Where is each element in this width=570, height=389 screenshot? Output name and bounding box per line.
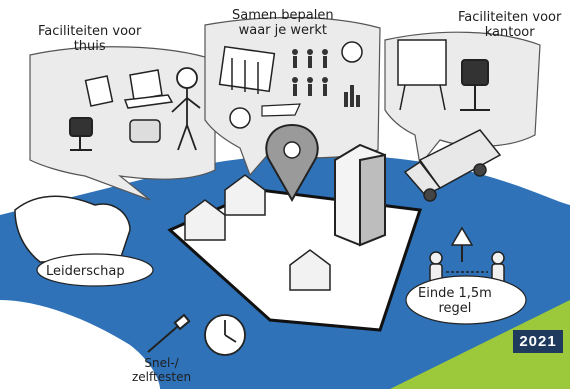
whiteboard-icon	[397, 39, 447, 111]
label-leadership: Leiderschap	[46, 264, 125, 279]
white-foreground-left	[0, 300, 160, 389]
office-building-icon	[334, 143, 386, 247]
office-chair-icon	[69, 117, 93, 151]
label-facilities-office: Faciliteiten voor kantoor	[458, 10, 561, 40]
paper-stack-icon	[84, 75, 114, 107]
home-bubble	[29, 46, 216, 201]
label-self-tests-text: Snel-/ zelftesten	[132, 356, 192, 384]
distance-bubble	[405, 275, 527, 325]
label-facilities-home: Faciliteiten voor thuis	[38, 24, 141, 54]
arrows-icon	[261, 103, 301, 117]
clock-icon	[204, 314, 246, 356]
calendar-icon	[218, 45, 276, 94]
label-distance-rule-end-text: Einde 1,5m regel	[418, 286, 492, 316]
location-pin-icon	[265, 123, 319, 203]
warning-sign-icon	[450, 226, 474, 262]
truck-icon	[403, 129, 502, 202]
label-facilities-office-text: Faciliteiten voor kantoor	[458, 10, 562, 40]
label-decide-together: Samen bepalen waar je werkt	[232, 8, 334, 38]
leadership-hands-icon	[14, 195, 131, 263]
person-icon	[171, 67, 201, 151]
label-self-tests: Snel-/ zelftesten	[132, 356, 191, 384]
office-chair-right-icon	[460, 59, 490, 111]
label-distance-rule-end: Einde 1,5m regel	[418, 286, 492, 316]
laptop-icon	[123, 69, 174, 109]
green-accent-stripe	[390, 300, 570, 389]
label-decide-together-text: Samen bepalen waar je werkt	[232, 8, 334, 38]
house-icon	[184, 174, 331, 291]
label-leadership-text: Leiderschap	[46, 264, 125, 279]
people-chart-icon	[292, 49, 360, 107]
desk-lamp-icon	[129, 119, 161, 143]
leadership-bubble	[36, 253, 154, 287]
label-facilities-home-text: Faciliteiten voor thuis	[38, 24, 142, 54]
test-swab-icon	[147, 313, 191, 353]
clock-small-icon	[229, 107, 251, 129]
pie-icon	[341, 41, 363, 63]
year-badge: 2021	[513, 330, 563, 353]
